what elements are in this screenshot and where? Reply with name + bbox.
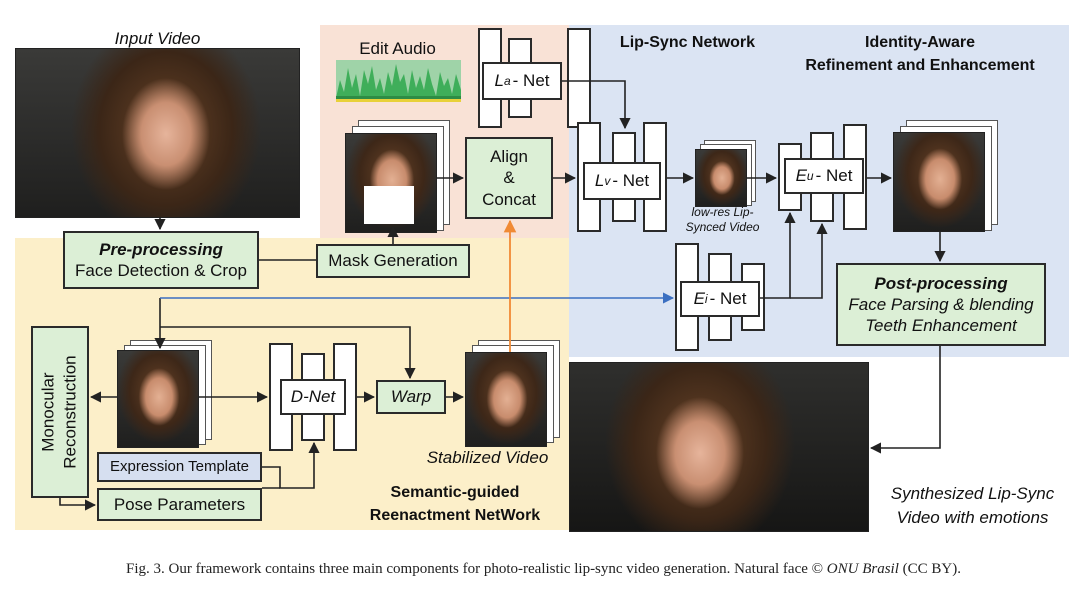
stabilized-face-image [465, 352, 547, 447]
mask-generation-label: Mask Generation [328, 251, 458, 271]
caption-prefix: Fig. 3. Our framework contains three mai… [126, 561, 827, 577]
reconstruction-label: Reconstruction [61, 355, 81, 469]
warp-box: Warp [376, 380, 446, 414]
synthesized-label-line1: Synthesized Lip-Sync [890, 484, 1055, 503]
eu-net-suffix: - Net [815, 166, 853, 185]
input-video-label: Input Video [114, 29, 201, 48]
warp-label: Warp [390, 387, 432, 407]
align-label: Align [490, 147, 528, 167]
ei-net-sub: i [704, 292, 708, 306]
refined-face-image [893, 132, 985, 232]
postprocessing-box: Post-processing Face Parsing & blending … [836, 263, 1046, 346]
caption-suffix: (CC BY). [898, 561, 961, 577]
identity-title-line1: Identity-Aware [865, 34, 975, 51]
concat-label: Concat [482, 189, 536, 209]
mouth-mask [364, 186, 414, 224]
lowres-face-image [695, 149, 747, 207]
lv-net-main: L [594, 171, 605, 190]
preprocessing-box: Pre-processing Face Detection & Crop [63, 231, 259, 289]
expression-template-box: Expression Template [97, 452, 262, 482]
postprocessing-subtitle-2: Teeth Enhancement [865, 316, 1017, 336]
monocular-label: Monocular [38, 372, 58, 452]
lowres-label-line1: low-res Lip- [691, 205, 754, 219]
d-net-box: D-Net [280, 379, 346, 415]
figure-caption: Fig. 3. Our framework contains three mai… [0, 561, 1087, 578]
semantic-title-line1: Semantic-guided [390, 484, 520, 501]
synthesized-video-image [569, 362, 869, 532]
lv-net-sub: v [604, 174, 611, 188]
lowres-label-line2: Synced Video [685, 220, 760, 234]
identity-title-line2: Refinement and Enhancement [805, 57, 1035, 74]
la-net-bar-3 [567, 28, 591, 128]
audio-waveform-icon [336, 60, 461, 102]
pose-parameters-box: Pose Parameters [97, 488, 262, 521]
la-net-sub: a [503, 74, 511, 88]
postprocessing-title: Post-processing [874, 273, 1008, 293]
align-concat-box: Align & Concat [465, 137, 553, 219]
monocular-reconstruction-box: Monocular Reconstruction [31, 326, 89, 498]
ei-net-main: E [693, 289, 705, 308]
ampersand-label: & [503, 168, 515, 188]
edit-audio-label: Edit Audio [359, 39, 436, 58]
reenact-input-face-image [117, 350, 199, 448]
eu-net-main: E [795, 166, 807, 185]
pose-parameters-label: Pose Parameters [113, 494, 246, 514]
stabilized-video-label: Stabilized Video [426, 448, 549, 467]
la-net-main: L [494, 71, 504, 90]
semantic-title-line2: Reenactment NetWork [369, 507, 541, 524]
synthesized-label-line2: Video with emotions [896, 508, 1049, 527]
eu-net-sub: u [806, 169, 814, 183]
la-net-suffix: - Net [512, 71, 550, 90]
lip-sync-network-title: Lip-Sync Network [619, 34, 756, 51]
ei-net-suffix: - Net [709, 289, 747, 308]
preprocessing-subtitle: Face Detection & Crop [75, 261, 247, 280]
caption-source: ONU Brasil [826, 561, 899, 577]
lv-net-suffix: - Net [612, 171, 650, 190]
mask-generation-box: Mask Generation [316, 244, 470, 278]
expression-template-label: Expression Template [110, 457, 249, 475]
postprocessing-subtitle-1: Face Parsing & blending [848, 294, 1034, 314]
d-net-label: D-Net [290, 387, 336, 406]
preprocessing-title: Pre-processing [99, 239, 223, 259]
input-video-image [15, 48, 300, 218]
